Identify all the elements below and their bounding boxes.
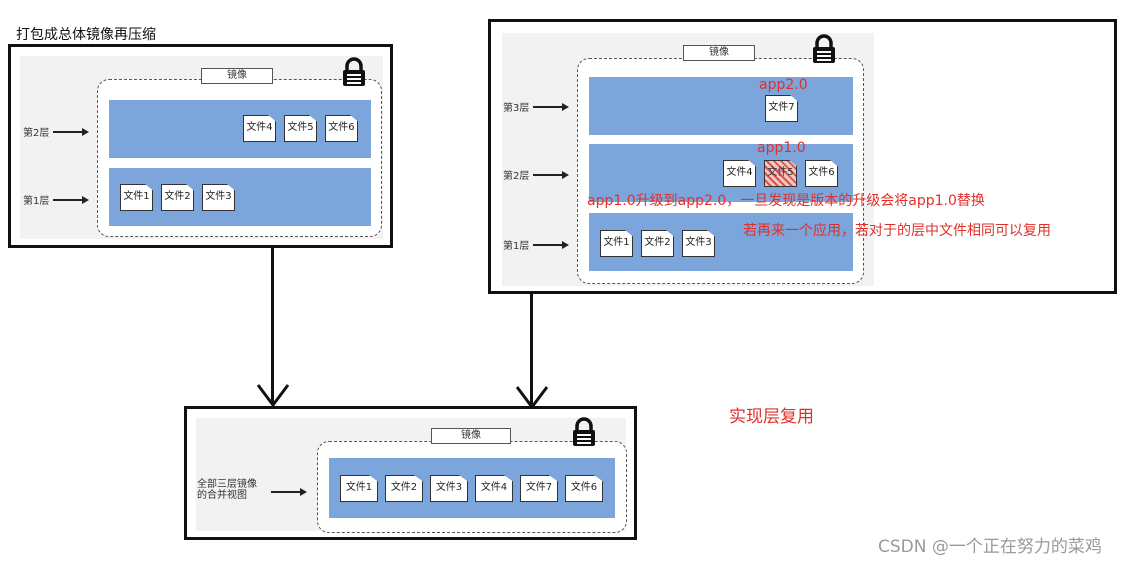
top-right-layer2-label: 第2层 bbox=[503, 171, 530, 182]
file-icon: 文件2 bbox=[385, 475, 423, 502]
file-icon: 文件1 bbox=[120, 184, 153, 211]
file-icon: 文件1 bbox=[340, 475, 378, 502]
top-right-layer3-label: 第3层 bbox=[503, 103, 530, 114]
reuse-note: 若再来一个应用，若对于的层中文件相同可以复用 bbox=[743, 223, 1051, 239]
connector-line-right bbox=[530, 294, 533, 404]
lock-icon bbox=[343, 57, 365, 86]
bottom-image-label: 镜像 bbox=[431, 428, 511, 444]
file-icon: 文件3 bbox=[430, 475, 468, 502]
app2-note: app2.0 bbox=[759, 77, 808, 93]
upgrade-note: app1.0升级到app2.0，一旦发现是版本的升级会将app1.0替换 bbox=[587, 193, 985, 209]
file-icon: 文件7 bbox=[765, 95, 798, 122]
arrow-head bbox=[300, 488, 307, 496]
arrow-head bbox=[562, 241, 569, 249]
top-right-image-label: 镜像 bbox=[683, 45, 755, 61]
lock-icon bbox=[573, 417, 595, 446]
top-left-frame: 镜像 第2层 第1层 文件4 文件5 文件6 文件1 文件2 文件3 bbox=[8, 44, 393, 248]
top-right-frame: 镜像 第3层 第2层 第1层 文件7 文件4 文件5 文件6 文件1 文件2 文… bbox=[488, 19, 1117, 294]
file-icon: 文件2 bbox=[161, 184, 194, 211]
top-right-layer-3 bbox=[589, 77, 853, 135]
arrow-line bbox=[533, 244, 563, 246]
app1-note: app1.0 bbox=[757, 140, 806, 156]
file-icon: 文件7 bbox=[520, 475, 558, 502]
watermark: CSDN @一个正在努力的菜鸡 bbox=[878, 537, 1102, 557]
top-left-image-label: 镜像 bbox=[201, 68, 273, 84]
top-left-layer1-label: 第1层 bbox=[23, 196, 50, 207]
file-icon-replaced: 文件5 bbox=[764, 160, 797, 187]
bottom-side-label: 全部三层镜像 的合并视图 bbox=[197, 479, 257, 501]
file-icon: 文件6 bbox=[805, 160, 838, 187]
file-icon: 文件5 bbox=[284, 115, 317, 142]
file-icon: 文件1 bbox=[600, 230, 633, 257]
file-icon: 文件6 bbox=[325, 115, 358, 142]
top-left-layer2-label: 第2层 bbox=[23, 128, 50, 139]
connector-arrowhead-left bbox=[256, 384, 290, 408]
result-note: 实现层复用 bbox=[729, 407, 814, 427]
top-right-layer1-label: 第1层 bbox=[503, 241, 530, 252]
arrow-head bbox=[82, 196, 89, 204]
file-icon: 文件4 bbox=[243, 115, 276, 142]
file-icon: 文件3 bbox=[202, 184, 235, 211]
connector-line-left bbox=[271, 248, 274, 404]
arrow-head bbox=[562, 103, 569, 111]
lock-icon bbox=[813, 34, 835, 63]
file-icon: 文件4 bbox=[723, 160, 756, 187]
file-icon: 文件6 bbox=[565, 475, 603, 502]
file-icon: 文件4 bbox=[475, 475, 513, 502]
file-icon: 文件3 bbox=[682, 230, 715, 257]
top-right-layer-1 bbox=[589, 213, 853, 271]
arrow-line bbox=[271, 491, 301, 493]
bottom-side-label-line1: 全部三层镜像 bbox=[197, 479, 257, 490]
bottom-frame: 镜像 全部三层镜像 的合并视图 文件1 文件2 文件3 文件4 文件7 文件6 bbox=[184, 406, 637, 540]
file-icon: 文件2 bbox=[641, 230, 674, 257]
arrow-head bbox=[82, 128, 89, 136]
arrow-line bbox=[533, 174, 563, 176]
top-left-caption: 打包成总体镜像再压缩 bbox=[16, 27, 156, 43]
arrow-line bbox=[53, 131, 83, 133]
arrow-line bbox=[53, 199, 83, 201]
arrow-head bbox=[562, 171, 569, 179]
bottom-side-label-line2: 的合并视图 bbox=[197, 490, 247, 501]
arrow-line bbox=[533, 106, 563, 108]
